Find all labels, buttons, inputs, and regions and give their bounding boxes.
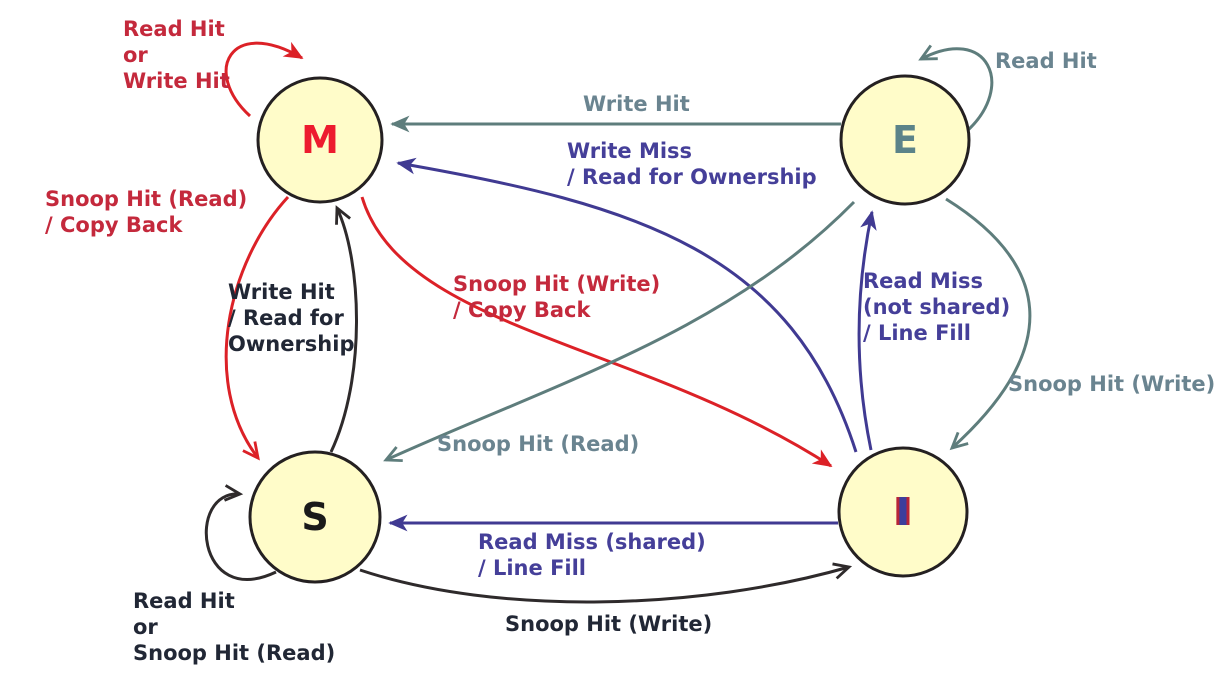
state-node-m [256, 76, 384, 204]
transition-e-to-i-arrow [945, 197, 1032, 451]
transition-label-s-to-i: Snoop Hit (Write) [505, 612, 713, 636]
state-node-s [248, 450, 382, 584]
transition-label-e-self: Read Hit [995, 49, 1097, 73]
state-node-e [839, 74, 971, 206]
transition-m-to-i-arrow [360, 196, 833, 468]
transition-label-m-self: Read Hit or Write Hit [123, 17, 230, 93]
transition-label-e-to-m: Write Hit [583, 92, 690, 116]
transition-label-m-to-s: Snoop Hit (Read) / Copy Back [45, 187, 248, 237]
transition-s-to-m-arrow [329, 205, 358, 453]
transition-m-to-s-arrow [224, 195, 290, 461]
state-node-i [837, 446, 969, 578]
transition-label-e-to-i: Snoop Hit (Write) [1008, 372, 1216, 396]
transition-i-to-e-arrow [857, 210, 877, 451]
state-label-s: S [301, 495, 329, 539]
state-label-i: I [895, 490, 911, 534]
transition-label-i-to-e: Read Miss (not shared) / Line Fill [863, 269, 1011, 345]
transition-label-e-to-s: Snoop Hit (Read) [437, 432, 640, 456]
state-label-m: M [301, 118, 339, 162]
transition-label-s-to-m: Write Hit / Read for Ownership [228, 280, 355, 356]
transition-e-to-s-arrow [383, 200, 856, 463]
transition-label-m-to-i: Snoop Hit (Write) / Copy Back [453, 272, 661, 322]
transition-e-self-arrow [918, 44, 994, 133]
state-label-e: E [892, 118, 918, 162]
transition-m-self-arrow [224, 41, 304, 118]
transition-label-i-to-m: Write Miss / Read for Ownership [567, 139, 817, 189]
transition-label-i-to-s: Read Miss (shared) / Line Fill [478, 530, 706, 580]
transition-s-to-i-arrow [359, 562, 853, 604]
transition-label-s-self: Read Hit or Snoop Hit (Read) [133, 589, 336, 665]
transition-i-to-m-arrow [396, 157, 858, 453]
transition-s-self-arrow [204, 484, 277, 581]
